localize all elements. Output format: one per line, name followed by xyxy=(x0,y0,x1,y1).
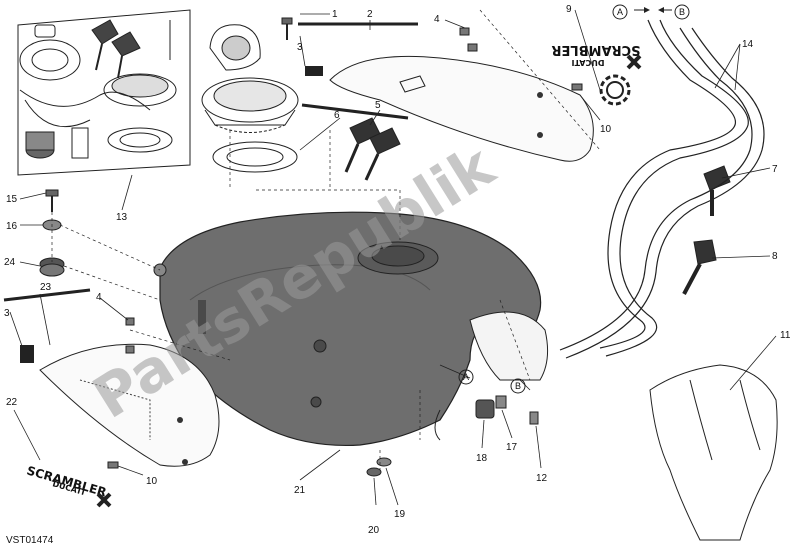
screws-part-4-left xyxy=(125,317,135,354)
callout-19: 19 xyxy=(394,509,406,520)
callout-24: 24 xyxy=(4,257,16,268)
callout-16: 16 xyxy=(6,221,18,232)
rubber-mount-part-18 xyxy=(475,399,495,419)
callout-4-left: 4 xyxy=(96,292,102,303)
connector-b-top: B xyxy=(658,4,690,20)
side-panel-right xyxy=(329,55,594,162)
brand-cross-icon xyxy=(626,54,642,70)
callout-11: 11 xyxy=(780,330,791,341)
brand-logo-main-bottom: SCRAMBLER xyxy=(25,463,108,499)
tank-bottom-cover-part-11 xyxy=(649,364,778,541)
key-part-7 xyxy=(703,165,731,216)
callout-10-left: 10 xyxy=(146,476,158,487)
keys-part-5 xyxy=(344,117,401,181)
clip-part-12 xyxy=(529,411,539,425)
callout-21: 21 xyxy=(294,485,306,496)
callout-20: 20 xyxy=(368,525,380,536)
callout-7: 7 xyxy=(772,164,778,175)
rubber-mount-part-24 xyxy=(39,257,65,277)
tank-underside-bracket xyxy=(469,311,549,381)
reflector-part-3-top xyxy=(305,66,323,76)
svg-text:A: A xyxy=(463,372,469,382)
callout-leader-lines xyxy=(9,9,777,506)
brand-cross-icon-bottom xyxy=(96,492,112,508)
callout-3-left: 3 xyxy=(4,308,10,319)
callout-14: 14 xyxy=(742,39,754,50)
screw-part-10-left xyxy=(107,461,119,469)
svg-text:B: B xyxy=(515,381,521,391)
side-panel-left xyxy=(39,343,220,467)
key-part-8 xyxy=(682,239,717,295)
bolt-part-20 xyxy=(366,467,382,477)
callout-1: 1 xyxy=(332,9,338,20)
callout-numbers: 1 2 3 4 5 6 7 8 9 10 11 12 13 14 15 16 1… xyxy=(4,4,791,536)
callout-2: 2 xyxy=(367,9,373,20)
connector-a-top: A xyxy=(612,4,650,20)
connector-markers: A B A B xyxy=(458,4,690,394)
group-brackets xyxy=(3,22,418,302)
connector-a-bottom: A xyxy=(458,369,474,385)
fuel-cap-gasket-ring xyxy=(212,141,298,173)
callout-8: 8 xyxy=(772,251,778,262)
svg-text:B: B xyxy=(679,7,685,17)
brand-logo-main-top: SCRAMBLER xyxy=(552,42,641,57)
callout-17: 17 xyxy=(506,442,518,453)
callout-22: 22 xyxy=(6,397,18,408)
gear-icon xyxy=(599,74,631,106)
washer-part-19 xyxy=(376,457,392,467)
brand-logo-top: SCRAMBLER DUCATI xyxy=(552,42,642,70)
callout-4: 4 xyxy=(434,14,440,25)
inset-box-ignition-assembly xyxy=(17,9,191,176)
callout-10: 10 xyxy=(600,124,612,135)
assembly-guide-lines xyxy=(51,9,601,470)
callout-3: 3 xyxy=(297,42,303,53)
screw-part-10-top xyxy=(571,83,583,91)
callout-9: 9 xyxy=(566,4,572,15)
callout-18: 18 xyxy=(476,453,488,464)
bolt-part-1 xyxy=(281,17,293,40)
connector-b-bottom: B xyxy=(510,378,526,394)
callout-15: 15 xyxy=(6,194,18,205)
callout-12: 12 xyxy=(536,473,548,484)
brand-logo-bottom: SCRAMBLER DUCATI xyxy=(25,463,112,508)
callout-13: 13 xyxy=(116,212,128,223)
document-id: VST01474 xyxy=(6,535,54,546)
spacer-part-17 xyxy=(495,395,507,409)
screws-part-4-top xyxy=(459,27,478,52)
callout-23: 23 xyxy=(40,282,52,293)
fuel-cap-assembly xyxy=(201,24,299,133)
callout-6: 6 xyxy=(334,110,340,121)
breather-hoses-part-14 xyxy=(559,19,765,359)
reflector-part-3-left xyxy=(20,345,34,363)
svg-text:A: A xyxy=(617,7,623,17)
brand-logo-sub-top: DUCATI xyxy=(571,58,604,67)
bolt-part-15 xyxy=(45,189,59,212)
callout-5: 5 xyxy=(375,100,381,111)
